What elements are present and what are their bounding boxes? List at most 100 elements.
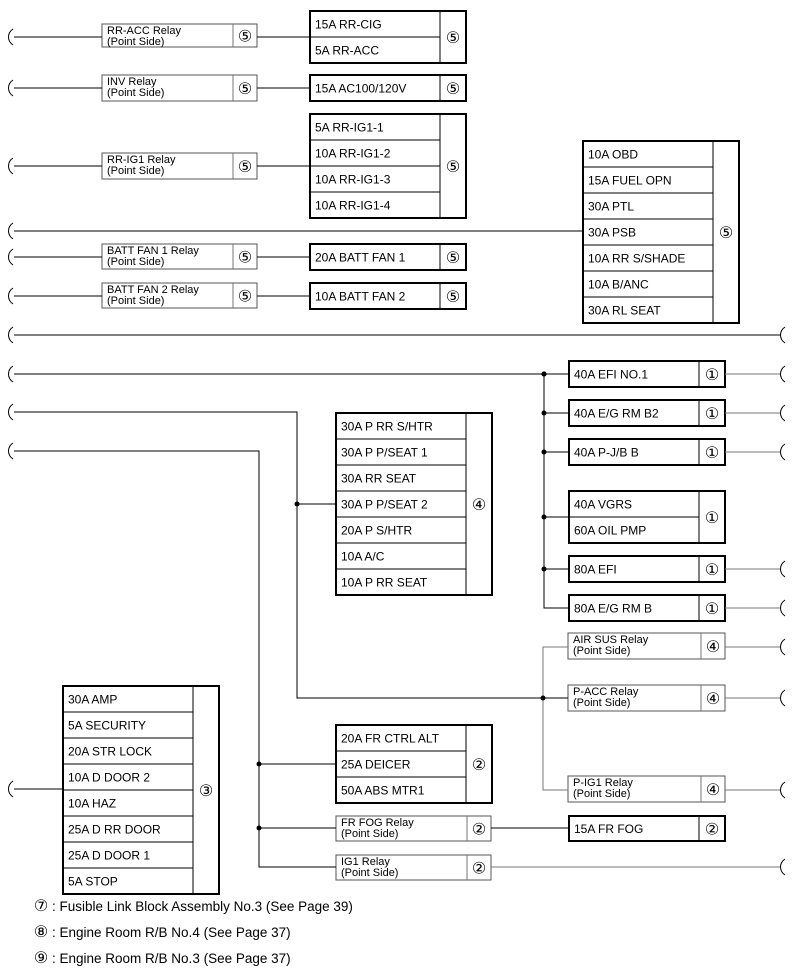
wire-break-icon — [8, 780, 14, 798]
relay-name: AIR SUS Relay — [573, 634, 649, 646]
relay-side: (Point Side) — [573, 697, 630, 709]
wire-break-icon — [780, 599, 786, 617]
wire-break-icon — [780, 781, 786, 799]
block-number: ⑤ — [446, 250, 460, 267]
legend-text: : Fusible Link Block Assembly No.3 (See … — [52, 899, 353, 914]
fuse-label: 15A FUEL OPN — [588, 174, 672, 188]
fuse-label: 10A RR-IG1-2 — [315, 147, 391, 161]
wire-break-icon — [780, 638, 786, 656]
relay-number: ④ — [706, 782, 720, 799]
relay-number: ⑤ — [238, 159, 252, 176]
relay-side: (Point Side) — [573, 788, 630, 800]
relay-rr-acc: RR-ACC Relay(Point Side)⑤ — [101, 23, 258, 48]
fuse-label: 60A OIL PMP — [574, 524, 646, 538]
wire-break-icon — [8, 287, 14, 305]
relay-name: IG1 Relay — [341, 856, 390, 868]
wire-break-icon — [780, 858, 786, 876]
fuse-label: 25A D RR DOOR — [68, 823, 161, 837]
fuse-label: 10A P RR SEAT — [341, 576, 428, 590]
wire — [542, 698, 568, 791]
legend-number: ⑦ — [34, 898, 48, 915]
block-number: ① — [705, 367, 719, 384]
block-number: ⑤ — [446, 81, 460, 98]
wire-break-icon — [8, 79, 14, 97]
relay-name: FR FOG Relay — [341, 817, 414, 829]
block-number: ③ — [199, 783, 213, 800]
block-number: ⑤ — [446, 30, 460, 47]
wire-break-icon — [780, 443, 786, 461]
wire — [542, 646, 568, 698]
legend-number: ⑨ — [34, 950, 48, 967]
fuse-block-efi-no1-group: 40A EFI NO.1 ① — [568, 360, 726, 388]
relay-number: ② — [472, 822, 486, 839]
block-number: ② — [472, 757, 486, 774]
fuse-label: 10A D DOOR 2 — [68, 771, 150, 785]
block-number: ① — [705, 601, 719, 618]
wire-break-icon — [780, 326, 786, 344]
fuse-label: 80A EFI — [574, 563, 617, 577]
fuse-label: 5A SECURITY — [68, 719, 146, 733]
relay-side: (Point Side) — [107, 256, 164, 268]
relay-name: P-IG1 Relay — [573, 777, 633, 789]
relay-air-sus: AIR SUS Relay(Point Side)④ — [567, 632, 726, 660]
block-number: ⑤ — [446, 159, 460, 176]
relay-p-acc: P-ACC Relay(Point Side)④ — [567, 684, 726, 712]
relay-name: RR-IG1 Relay — [107, 154, 176, 166]
wire-break-icon — [8, 403, 14, 421]
relay-number: ⑤ — [238, 250, 252, 267]
junction-dot — [541, 371, 547, 377]
junction-dot — [540, 695, 546, 701]
wire — [543, 374, 569, 609]
relay-name: INV Relay — [107, 76, 157, 88]
relay-side: (Point Side) — [107, 165, 164, 177]
block-number: ④ — [472, 497, 486, 514]
fuse-label: 20A STR LOCK — [68, 745, 152, 759]
fuse-label: 30A P P/SEAT 2 — [341, 498, 428, 512]
relay-number: ⑤ — [238, 289, 252, 306]
wire — [14, 450, 336, 868]
relay-number: ⑤ — [238, 81, 252, 98]
fuse-label: 80A E/G RM B — [574, 602, 652, 616]
wire-break-icon — [8, 222, 14, 240]
fuse-label: 40A E/G RM B2 — [574, 407, 659, 421]
block-number: ① — [705, 445, 719, 462]
fuse-label: 30A P P/SEAT 1 — [341, 446, 428, 460]
relay-number: ④ — [706, 691, 720, 708]
relay-inv: INV Relay(Point Side) ⑤ — [101, 74, 258, 102]
wire-break-icon — [8, 326, 14, 344]
relay-number: ⑤ — [238, 29, 252, 46]
relay-number: ④ — [706, 639, 720, 656]
wire-break-icon — [780, 689, 786, 707]
wire-break-icon — [8, 442, 14, 460]
fuse-label: 25A D DOOR 1 — [68, 849, 150, 863]
fuse-label: 40A VGRS — [574, 498, 632, 512]
wire-break-icon — [8, 248, 14, 266]
fuse-label: 40A EFI NO.1 — [574, 368, 648, 382]
relay-rr-ig1: RR-IG1 Relay(Point Side) ⑤ — [101, 152, 258, 180]
wire — [14, 411, 568, 699]
block-number: ① — [705, 406, 719, 423]
relay-side: (Point Side) — [107, 295, 164, 307]
relay-fr-fog: FR FOG Relay(Point Side)② — [335, 815, 492, 842]
fuse-label: 20A P S/HTR — [341, 524, 412, 538]
fuse-label: 30A PTL — [588, 200, 634, 214]
fuse-label: 50A ABS MTR1 — [341, 784, 425, 798]
legend-text: : Engine Room R/B No.4 (See Page 37) — [52, 925, 291, 940]
fuse-label: 10A B/ANC — [588, 278, 649, 292]
fuse-label: 10A RR-IG1-4 — [315, 199, 391, 213]
fuse-label: 10A OBD — [588, 148, 638, 162]
fuse-label: 15A FR FOG — [574, 822, 643, 836]
fuse-label: 5A RR-ACC — [315, 44, 379, 58]
relay-side: (Point Side) — [107, 36, 164, 48]
relay-side: (Point Side) — [341, 867, 398, 879]
relay-name: BATT FAN 2 Relay — [107, 284, 199, 296]
relay-side: (Point Side) — [107, 87, 164, 99]
